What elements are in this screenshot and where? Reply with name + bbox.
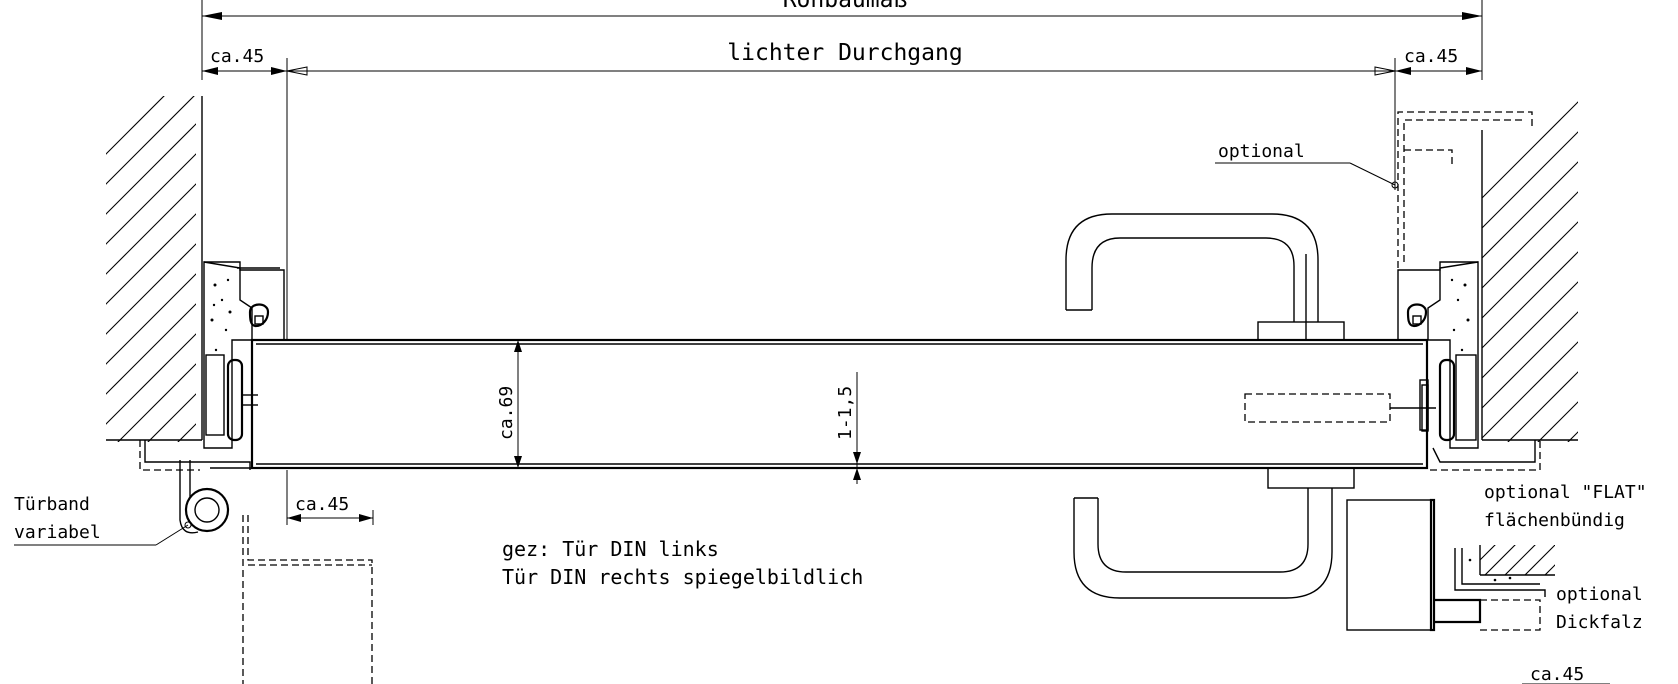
drawing-notes: gez: Tür DIN links Tür DIN rechts spiege… <box>502 537 863 589</box>
dickfalz-label-2: Dickfalz <box>1556 612 1643 633</box>
left-frame <box>139 261 285 471</box>
left-frame-dimension: ca.45 <box>202 46 287 75</box>
clear-passage-dimension: lichter Durchgang <box>286 40 1396 340</box>
clear-passage-label: lichter Durchgang <box>727 40 962 66</box>
upper-handle <box>1065 213 1345 341</box>
flat-label-2: flächenbündig <box>1484 510 1625 531</box>
tuerband-label-1: Türband <box>14 494 90 515</box>
optional-frame-extension: optional <box>1215 111 1533 268</box>
right-frame <box>1397 261 1541 471</box>
right-frame-label: ca.45 <box>1404 46 1458 67</box>
lock-bolt <box>1244 384 1436 432</box>
lower-handle <box>1073 467 1355 599</box>
right-wall <box>1481 96 1578 442</box>
bottom-right-dimension: ca.45 <box>1522 664 1610 684</box>
flat-option: optional "FLAT" flächenbündig <box>1346 482 1647 632</box>
leaf-thickness-dimension: ca.69 <box>496 340 522 468</box>
rohbau-label: Rohbaumaß <box>783 0 908 13</box>
tuerband-label-2: variabel <box>14 522 101 543</box>
sheet-thickness-dimension: 1-1,5 <box>835 372 861 484</box>
rohbau-dimension: Rohbaumaß <box>201 0 1483 80</box>
left-wall <box>106 96 203 442</box>
hinge-callout: Türband variabel <box>14 460 230 546</box>
dickfalz-option: optional Dickfalz <box>1434 545 1643 633</box>
door-leaf <box>210 338 1429 470</box>
dickfalz-label-1: optional <box>1556 584 1643 605</box>
note-line-2: Tür DIN rechts spiegelbildlich <box>502 565 863 589</box>
leaf-thickness-label: ca.69 <box>496 386 517 440</box>
hinge-offset-label: ca.45 <box>295 494 349 515</box>
optional-top-label: optional <box>1218 141 1305 162</box>
hinge-offset-dimension: ca.45 <box>242 470 374 684</box>
note-line-1: gez: Tür DIN links <box>502 537 719 561</box>
bottom-right-label: ca.45 <box>1530 664 1584 684</box>
right-frame-dimension: ca.45 <box>1395 46 1482 75</box>
left-frame-label: ca.45 <box>210 46 264 67</box>
sheet-thickness-label: 1-1,5 <box>835 386 856 440</box>
flat-label-1: optional "FLAT" <box>1484 482 1647 503</box>
